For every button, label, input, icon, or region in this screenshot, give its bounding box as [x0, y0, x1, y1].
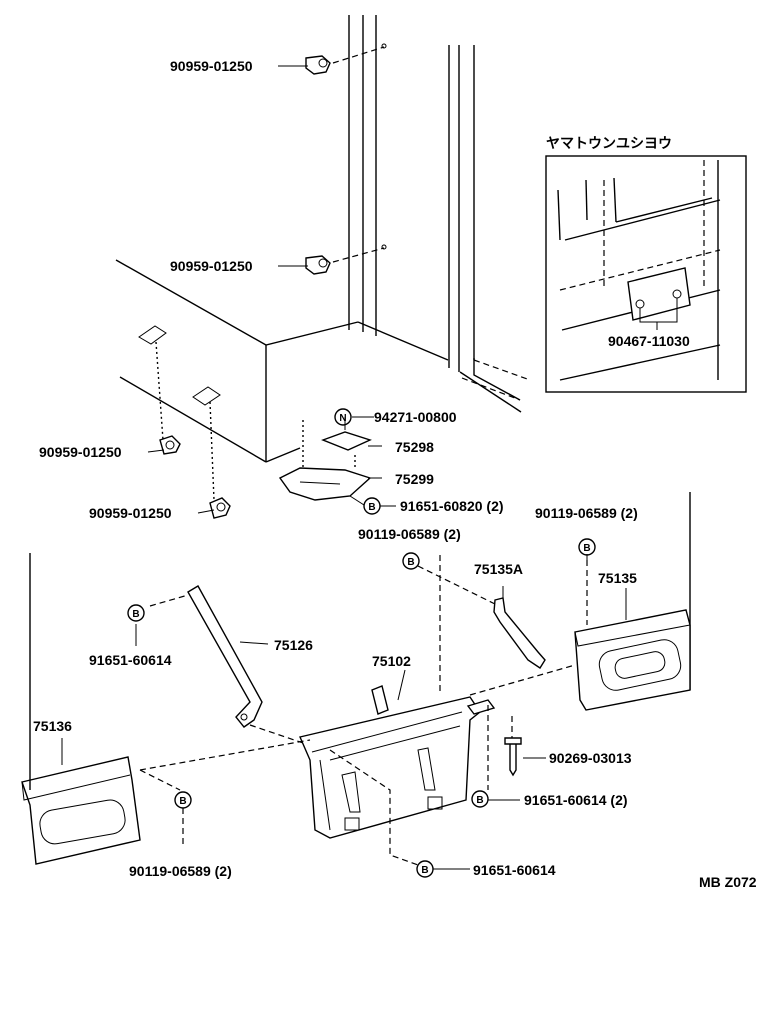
label-91651-60614-right: 91651-60614 (2) — [524, 792, 628, 808]
label-90119-06589-bottom: 90119-06589 (2) — [129, 863, 232, 879]
badge-b-75135a: B — [402, 552, 420, 570]
svg-text:B: B — [583, 543, 590, 554]
clip-90959-mid — [305, 255, 331, 275]
label-91651-60614-left: 91651-60614 — [89, 652, 172, 668]
label-90959-01250-b: 90959-01250 — [170, 258, 253, 274]
label-91651-60614-bottom: 91651-60614 — [473, 862, 556, 878]
badge-n: N — [334, 408, 352, 426]
label-90959-01250-d: 90959-01250 — [89, 505, 172, 521]
badge-b-bottom: B — [416, 860, 434, 878]
svg-text:B: B — [476, 795, 483, 806]
leader-lines — [61, 65, 627, 870]
label-75126: 75126 — [274, 637, 313, 653]
bracket-75136 — [21, 553, 184, 865]
clip-90959-left1 — [159, 435, 181, 455]
label-90119-06589-mid: 90119-06589 (2) — [358, 526, 461, 542]
arm-75126 — [149, 585, 313, 747]
label-75136: 75136 — [33, 718, 72, 734]
label-91651-60820: 91651-60820 (2) — [400, 498, 504, 514]
diagram-code: MB Z072 — [699, 874, 757, 890]
bracket-75298 — [321, 431, 372, 451]
label-94271-00800: 94271-00800 — [374, 409, 457, 425]
bolt-90269 — [504, 716, 522, 777]
badge-b-75136: B — [174, 791, 192, 809]
bracket-75299 — [278, 420, 372, 501]
bracket-75135a — [417, 565, 546, 669]
badge-b-75126: B — [127, 604, 145, 622]
label-75135a: 75135A — [474, 561, 523, 577]
badge-b-right: B — [471, 790, 489, 808]
svg-text:N: N — [339, 413, 346, 424]
svg-text:B: B — [179, 796, 186, 807]
badge-b-75299: B — [363, 497, 381, 515]
bracket-75135 — [574, 560, 691, 711]
label-75102: 75102 — [372, 653, 411, 669]
label-90959-01250-a: 90959-01250 — [170, 58, 253, 74]
badge-b-75135: B — [578, 538, 596, 556]
clip-90959-left2 — [209, 497, 231, 519]
label-90269-03013: 90269-03013 — [549, 750, 632, 766]
label-75298: 75298 — [395, 439, 434, 455]
bracket-75102 — [139, 555, 576, 866]
svg-text:B: B — [132, 609, 139, 620]
svg-text:B: B — [407, 557, 414, 568]
clip-90959-top — [305, 55, 331, 75]
label-90119-06589-right: 90119-06589 (2) — [535, 505, 638, 521]
label-75135: 75135 — [598, 570, 637, 586]
inset-box — [545, 155, 747, 393]
inset-title: ヤマトウンユシヨウ — [546, 135, 672, 151]
label-90467-11030: 90467-11030 — [608, 333, 690, 349]
vehicle-body — [115, 15, 531, 501]
svg-text:B: B — [421, 865, 428, 876]
label-75299: 75299 — [395, 471, 434, 487]
svg-text:B: B — [368, 502, 375, 513]
label-90959-01250-c: 90959-01250 — [39, 444, 122, 460]
